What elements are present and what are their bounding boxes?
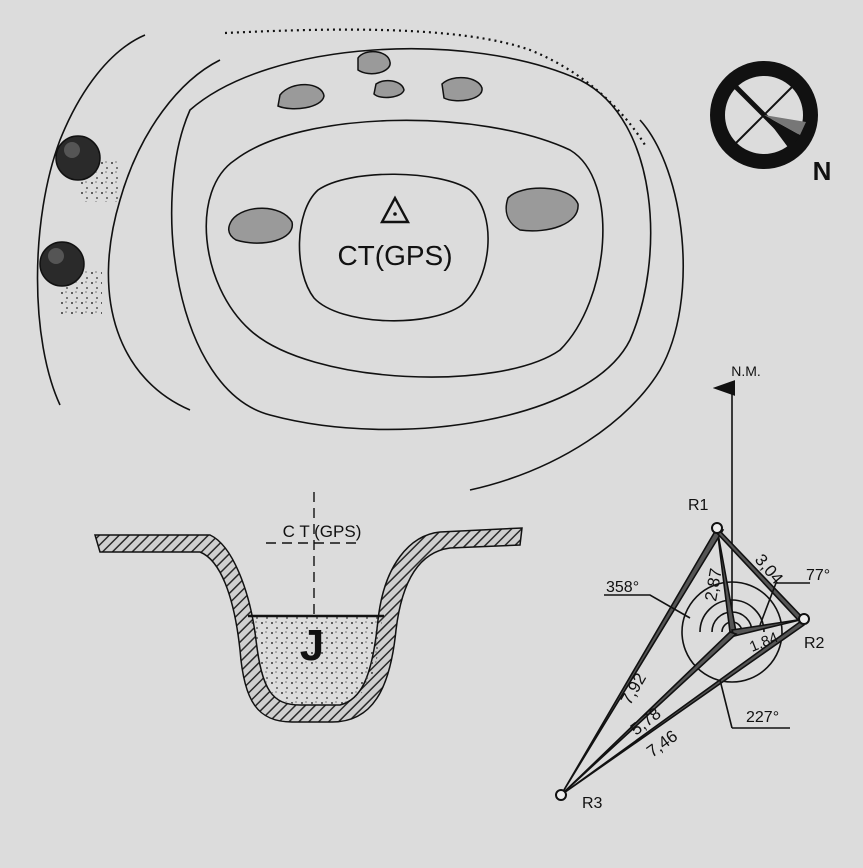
bearing-label: 358° [606, 579, 639, 596]
point-r2 [798, 613, 810, 625]
site-plan [36, 28, 684, 491]
angle-arc-outer [699, 599, 765, 633]
rock [373, 79, 405, 99]
contour-far-right [469, 119, 684, 491]
point-r3 [555, 789, 567, 801]
shrubs [39, 135, 120, 314]
station-circle [681, 581, 783, 683]
contour-middle [205, 119, 604, 378]
contour-outer [170, 47, 652, 431]
compass-north-letter: N [813, 156, 832, 186]
shrub-icon [39, 241, 102, 314]
rocks [228, 50, 579, 244]
rock [228, 207, 293, 244]
bearing-label: 227° [746, 709, 779, 726]
contour-inner [298, 173, 489, 322]
rock [505, 187, 579, 232]
point-r1 [711, 522, 723, 534]
distance-label: 2,87 [701, 567, 725, 603]
survey-station: CT(GPS) [337, 195, 453, 271]
section-marker-letter: J [300, 621, 324, 670]
shrub-icon [55, 135, 120, 202]
leader-77 [759, 582, 810, 626]
compass-rose-icon: N [710, 61, 831, 186]
ridge-ticks [224, 28, 646, 146]
bearing-label: 77° [806, 567, 830, 584]
distance-label: 7,92 [617, 670, 650, 708]
point-label-r3: R3 [582, 795, 603, 812]
reference-diagram: N.M. [555, 363, 810, 801]
triangle-survey-marker-icon [379, 195, 411, 224]
rock [277, 83, 325, 110]
section-label: C T (GPS) [283, 522, 362, 541]
point-label-r2: R2 [804, 635, 825, 652]
station-label: CT(GPS) [337, 240, 452, 271]
contour-far-left-2 [36, 34, 146, 406]
leader-358 [604, 594, 691, 619]
leader-227-tie [719, 679, 733, 729]
ground-hatch [93, 527, 523, 723]
north-label: N.M. [731, 363, 761, 379]
contour-far-left-1 [107, 59, 221, 411]
point-label-r1: R1 [688, 497, 709, 514]
pit-fill [250, 616, 382, 704]
rock [357, 50, 391, 75]
ray-r3 [560, 631, 738, 796]
cross-section: C T (GPS) J [93, 492, 523, 723]
rock [441, 76, 483, 102]
